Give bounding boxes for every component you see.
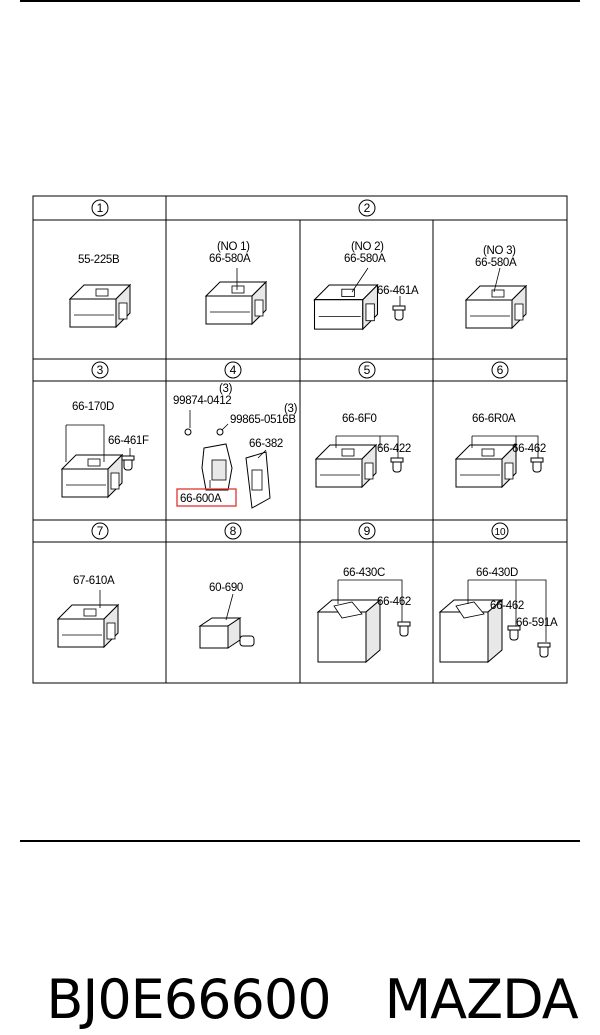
cell-number-circle (91, 361, 109, 379)
part-drawing (392, 305, 406, 321)
part-label: 66-591A (516, 617, 558, 629)
part-drawing (530, 457, 544, 473)
highlighted-part-label: 66-600A (180, 493, 222, 505)
highlight-box (176, 488, 237, 507)
part-label: 66-462 (512, 443, 546, 455)
cell-number-circle (358, 199, 376, 217)
cell-number: 7 (97, 524, 104, 538)
top-rule (20, 0, 580, 2)
cell-number: 4 (230, 363, 237, 377)
part-drawing (316, 598, 382, 664)
part-label: 66-430D (476, 567, 518, 579)
cell-number: 8 (230, 524, 237, 538)
part-label: 66-580A (475, 257, 517, 269)
part-drawing (315, 444, 377, 488)
cell-number: 6 (497, 363, 504, 377)
part-drawing (69, 284, 131, 328)
divider-rule (20, 840, 580, 842)
brand-name: MAZDA (384, 968, 579, 1031)
part-drawing (390, 457, 404, 473)
part-label: 66-6R0A (472, 413, 516, 425)
part-drawing (205, 281, 267, 325)
cell-number: 2 (364, 201, 371, 215)
part-drawing (537, 642, 551, 658)
cell-number-circles (91, 199, 509, 540)
part-label: 66-422 (377, 443, 411, 455)
part-label: 66-461F (108, 435, 149, 447)
part-label: 99865-0516B (230, 414, 296, 426)
cell-number-circle (491, 361, 509, 379)
part-drawing (198, 617, 255, 649)
cell-number: 5 (364, 363, 371, 377)
part-drawing (465, 285, 527, 329)
cell-number-circle (91, 522, 109, 540)
cell-number-circle (358, 361, 376, 379)
part-label: 67-610A (73, 575, 115, 587)
part-label: (3) (284, 403, 298, 415)
cell-number-circle (491, 522, 509, 540)
cell-number-circle (224, 361, 242, 379)
part-label: 66-430C (343, 567, 385, 579)
parts-diagram: 1 2 3 4 5 6 7 8 9 10 (32, 195, 568, 684)
part-drawing (61, 454, 123, 498)
cell-number-circle (91, 199, 109, 217)
part-label: 66-382 (249, 438, 283, 450)
part-labels: 55-225B (NO 1) 66-580A (NO 2) 66-580A 66… (72, 241, 558, 629)
part-label: (NO 1) (217, 241, 250, 253)
part-label: 66-170D (72, 401, 114, 413)
part-label: (NO 2) (351, 241, 384, 253)
grid-lines (32, 195, 568, 684)
part-label: (NO 3) (483, 245, 516, 257)
part-drawing (201, 443, 233, 491)
part-label: 55-225B (78, 254, 120, 266)
part-label: 66-6F0 (342, 413, 377, 425)
part-label: 60-690 (209, 582, 243, 594)
part-label: 66-580A (344, 253, 386, 265)
part-drawing (184, 428, 224, 436)
cell-number: 10 (494, 527, 506, 538)
part-label: 99874-0412 (173, 395, 231, 407)
part-title: BJ0E66600 MAZDA (14, 895, 594, 1035)
part-label: (3) (219, 383, 233, 395)
part-drawing (313, 284, 379, 330)
part-drawing (57, 604, 119, 648)
part-drawing (121, 455, 135, 471)
cell-number: 1 (97, 201, 104, 215)
cell-number-circle (358, 522, 376, 540)
part-label: 66-461A (377, 285, 419, 297)
part-label: 66-462 (377, 596, 411, 608)
cell-number-circle (224, 522, 242, 540)
cell-number: 9 (364, 524, 371, 538)
part-label: 66-462 (490, 600, 524, 612)
leader-lines (65, 267, 547, 642)
part-drawing (438, 598, 504, 664)
part-drawing (245, 451, 271, 509)
cell-number: 3 (97, 363, 104, 377)
part-drawing (455, 444, 517, 488)
part-label: 66-580A (209, 253, 251, 265)
part-drawing (397, 621, 411, 637)
part-drawings (57, 281, 551, 664)
part-code: BJ0E66600 (46, 968, 331, 1031)
